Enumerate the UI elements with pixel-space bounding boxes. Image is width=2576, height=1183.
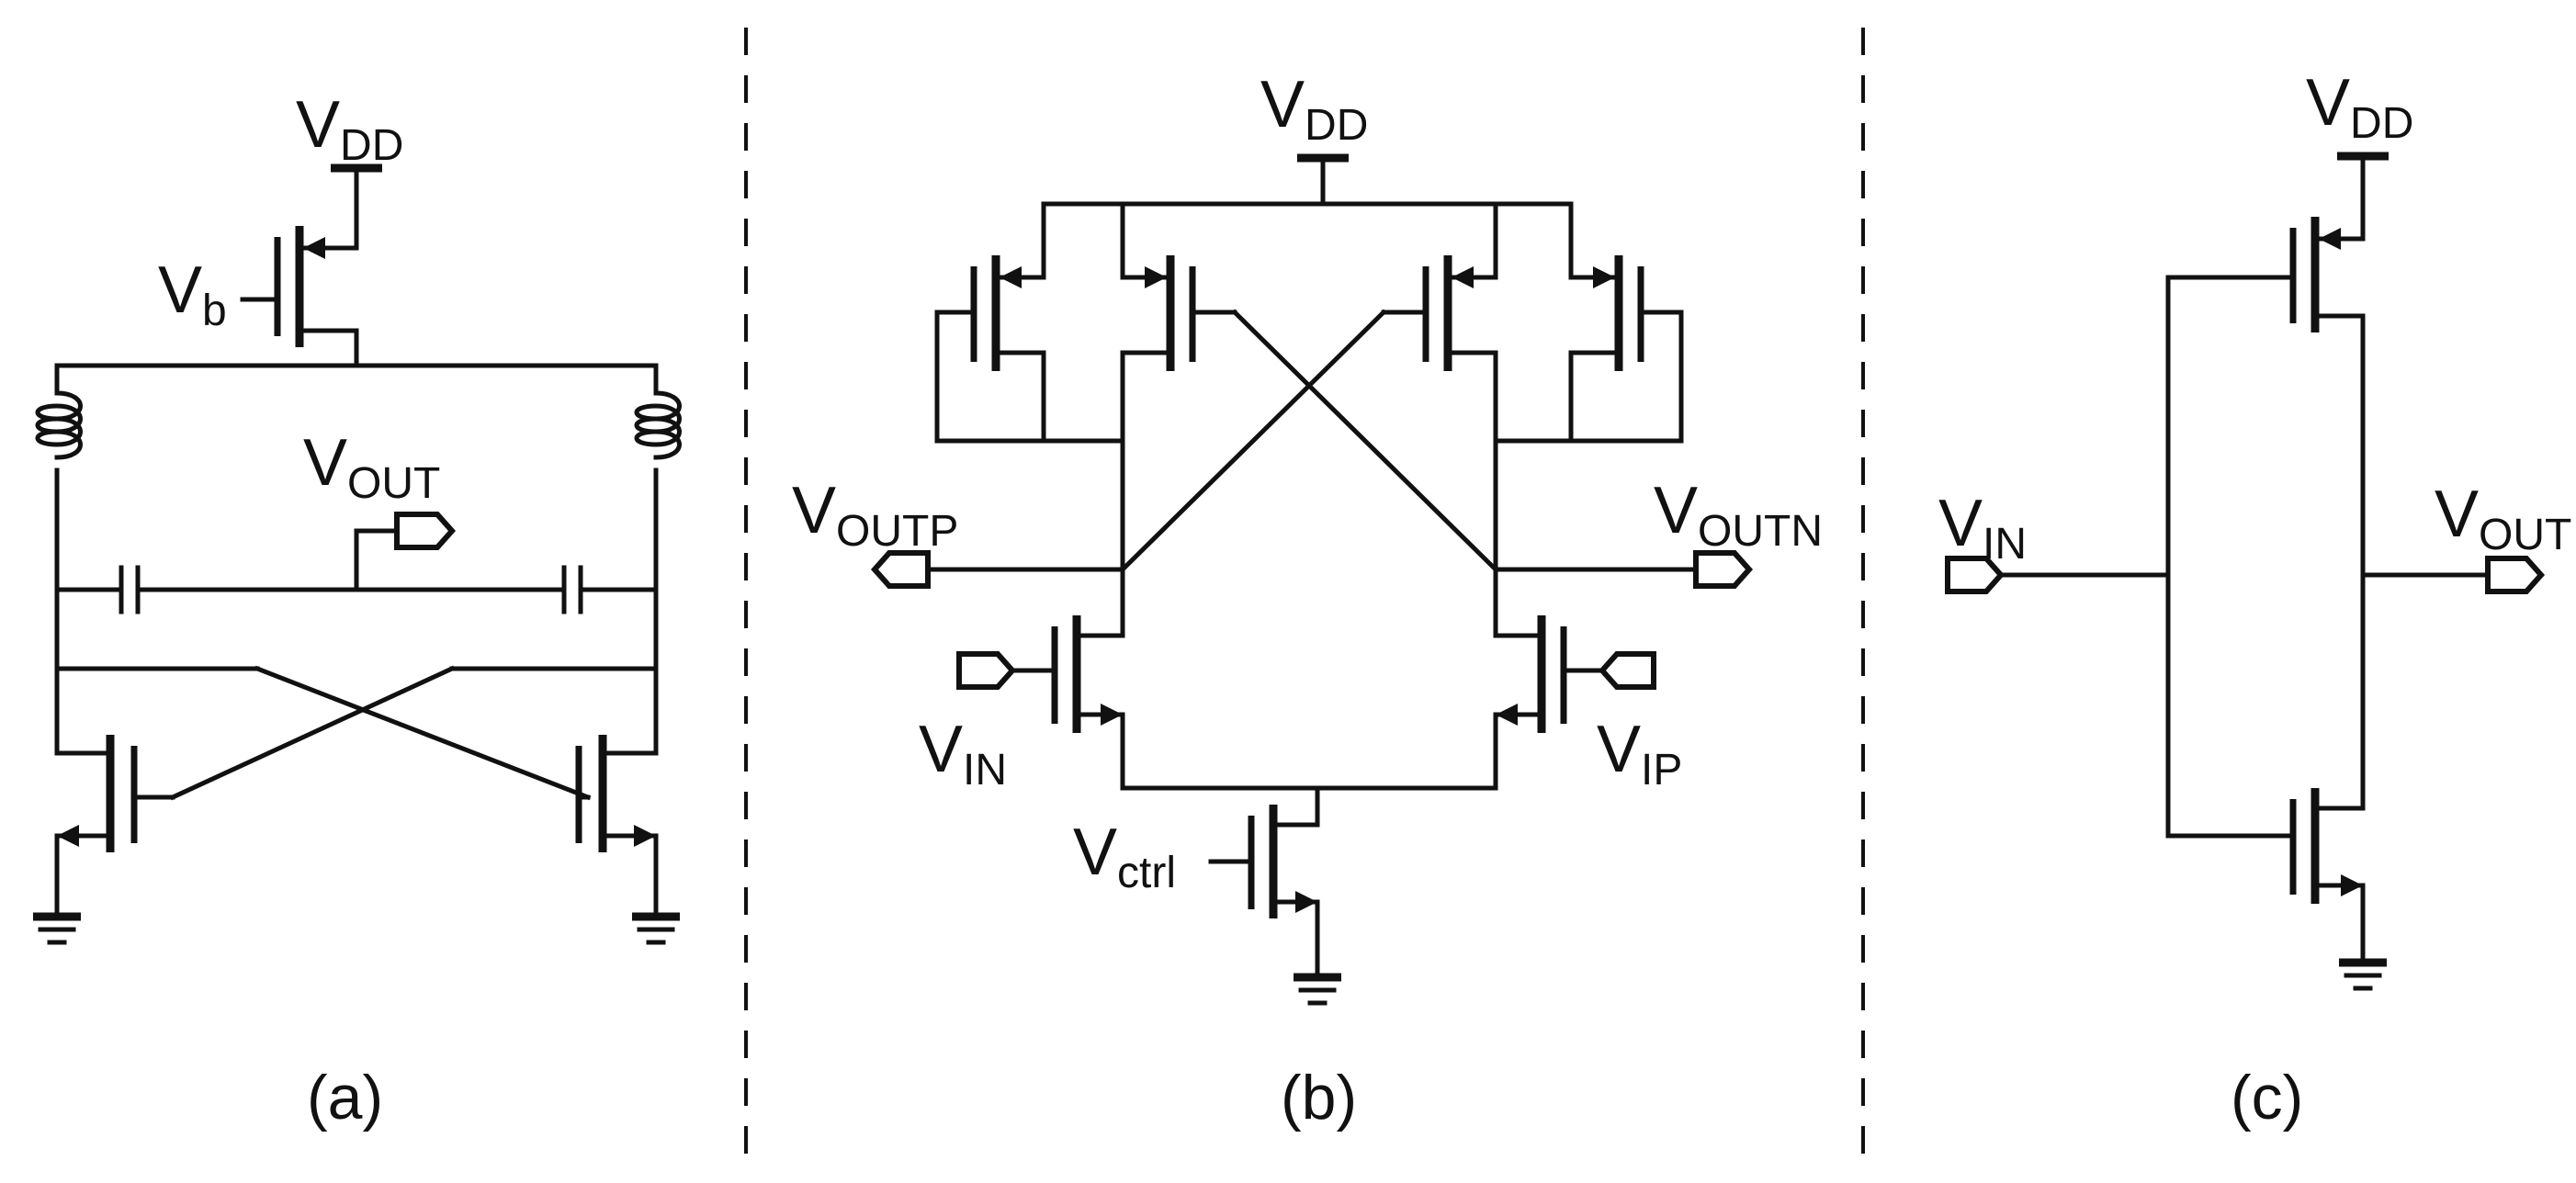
panel-a-vdd-label: VDD xyxy=(296,88,403,170)
panel-a-pmos-tail xyxy=(240,226,359,368)
panel-c-pmos xyxy=(2165,217,2366,811)
panel-c-vdd-label: VDD xyxy=(2306,66,2413,148)
panel-c-vin-pin xyxy=(1945,556,2005,594)
panel-b-voutp-pin xyxy=(870,550,931,589)
panel-b-nmos-left xyxy=(999,567,1125,791)
panel-a-vout-label: VOUT xyxy=(303,426,440,508)
panel-c-caption: (c) xyxy=(2231,1063,2303,1132)
panel-a-inductor-right xyxy=(634,390,682,460)
panel-b-vdd-label: VDD xyxy=(1260,68,1368,150)
panel-a-inductor-left xyxy=(35,390,83,460)
panel-b-voutp-label: VOUTP xyxy=(792,474,958,556)
panel-c-vin-label: VIN xyxy=(1938,487,2027,569)
panel-b-voutn-label: VOUTN xyxy=(1654,474,1823,556)
panel-a-nmos-right xyxy=(575,735,659,916)
panel-b-pmos-4 xyxy=(1568,201,1684,444)
panel-b-circuit: VDD xyxy=(792,68,1823,1132)
panel-a-nmos-left xyxy=(54,735,175,916)
panel-b-vin-pin xyxy=(956,651,1017,690)
panel-b-vip-pin xyxy=(1598,651,1656,690)
panel-b-vctrl-label: Vctrl xyxy=(1073,816,1176,897)
panel-a-ground-left xyxy=(33,912,81,945)
panel-b-vip-label: VIP xyxy=(1597,713,1682,794)
panel-b-vin-label: VIN xyxy=(919,713,1007,794)
panel-b-voutn-pin xyxy=(1693,550,1754,589)
panel-c-circuit: VDD VIN VOUT xyxy=(1938,66,2571,1132)
panel-b-caption: (b) xyxy=(1281,1063,1357,1132)
panel-b-nmos-tail xyxy=(1208,805,1320,976)
panel-a-caption: (a) xyxy=(307,1063,383,1132)
panel-a-ground-right xyxy=(632,912,680,945)
panel-b-nmos-right xyxy=(1493,567,1616,791)
panel-b-pmos-3 xyxy=(1381,201,1498,371)
panel-b-pmos-2 xyxy=(1120,201,1237,371)
panel-b-pmos-1 xyxy=(934,201,1046,444)
panel-a-vout-pin xyxy=(394,512,457,550)
panel-c-ground xyxy=(2339,958,2387,991)
panel-c-nmos xyxy=(2165,788,2366,962)
panel-c-vout-label: VOUT xyxy=(2435,478,2571,559)
panel-a-circuit: VDD Vb V xyxy=(33,88,682,1132)
panel-b-ground xyxy=(1294,973,1341,1006)
panel-a-vb-label: Vb xyxy=(158,254,227,335)
panel-c-vout-pin xyxy=(2485,556,2546,594)
